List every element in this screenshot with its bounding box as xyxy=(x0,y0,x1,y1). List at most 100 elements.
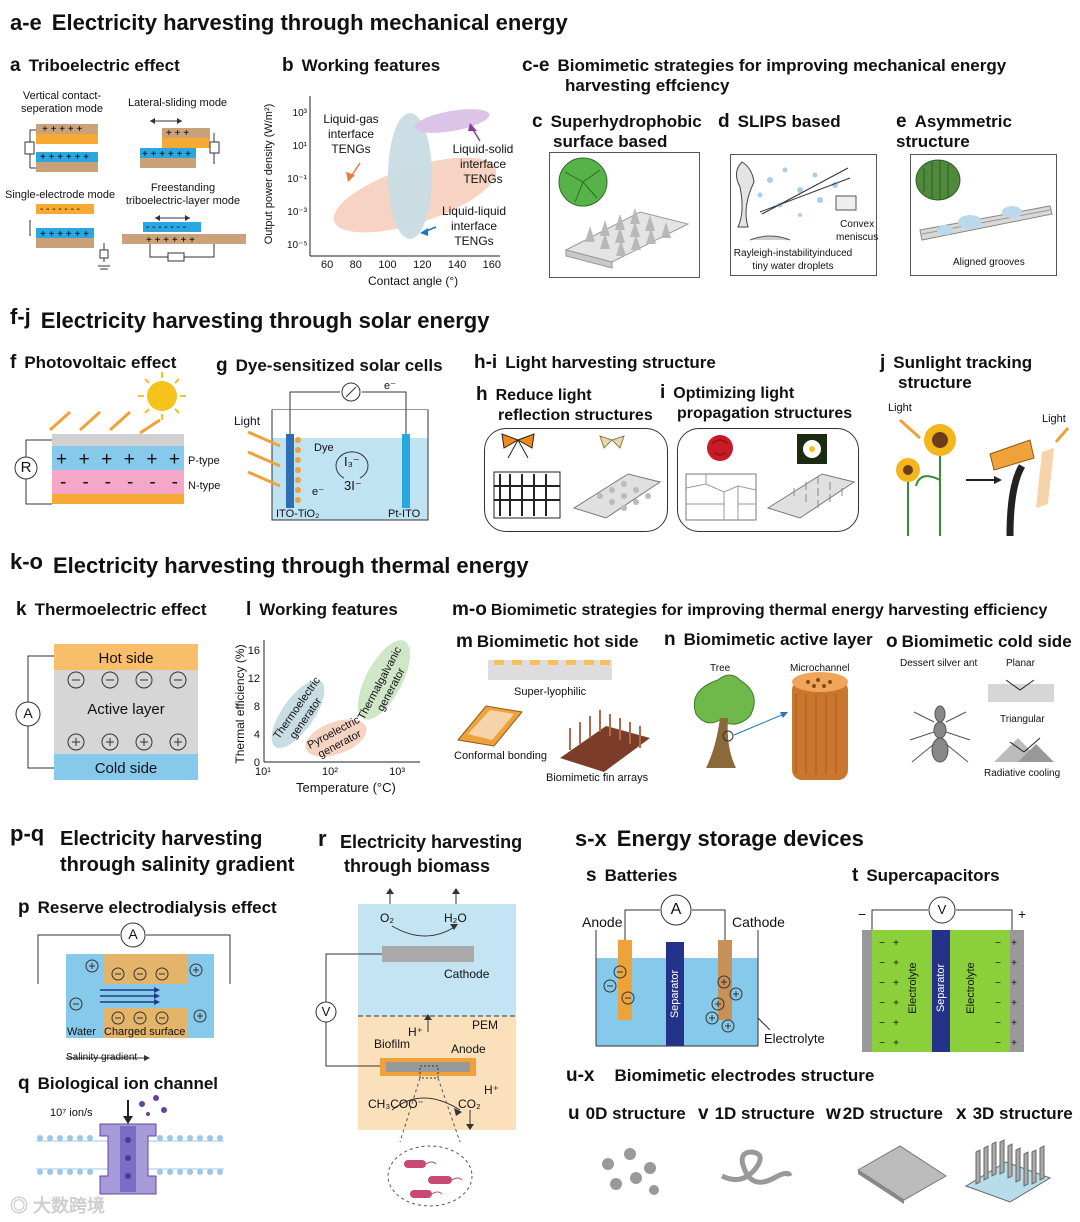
h2o-label: H₂O xyxy=(444,911,467,925)
p-type-label: P-type xyxy=(188,455,220,467)
charge: + xyxy=(123,449,135,470)
panel-tag: j xyxy=(880,352,886,373)
panel-title: Biological ion channel xyxy=(37,1074,219,1093)
anode-label: ITO-TiO₂ xyxy=(276,508,320,520)
fin-arrays-label: Biomimetic fin arrays xyxy=(546,772,649,784)
section-pq-heading: p-q xyxy=(10,821,54,847)
panel-title: Reserve electrodialysis effect xyxy=(37,898,277,917)
n-type-charges: ------ xyxy=(60,472,178,494)
section-r-heading: r xyxy=(318,826,337,852)
panel-tag: m xyxy=(456,631,473,652)
left-plus-column: ++++++ xyxy=(888,934,904,1054)
p-type-charges: ++++++ xyxy=(56,449,180,471)
dye-label: Dye xyxy=(314,442,334,454)
ion: − xyxy=(995,1018,1001,1029)
panel-title-line2: propagation structures xyxy=(677,405,853,422)
acetate-label: CH₃COO⁻ xyxy=(368,1097,424,1111)
ion: + xyxy=(893,978,899,989)
ion: − xyxy=(995,958,1001,969)
ion: − xyxy=(879,1018,885,1029)
charge: + xyxy=(56,449,68,470)
label-line: Vertical contact- xyxy=(22,90,102,102)
ion: + xyxy=(1011,1018,1017,1029)
right-plus-column: ++++++ xyxy=(1006,934,1022,1054)
xtick: 160 xyxy=(482,259,501,271)
section-title: Electricity harvesting through mechanica… xyxy=(51,10,568,35)
right-minus-column: −−−−−− xyxy=(990,934,1006,1054)
ytick: 10⁻¹ xyxy=(287,174,307,185)
water-label: Water xyxy=(67,1026,96,1038)
ion: + xyxy=(1011,958,1017,969)
anode-label: Anode xyxy=(451,1042,486,1056)
section-tag: a-e xyxy=(10,10,42,35)
single-electrode-label: Single-electrode mode xyxy=(5,189,116,201)
voltmeter-label: V xyxy=(937,902,947,917)
section-tag: k-o xyxy=(10,549,43,574)
ion: − xyxy=(995,938,1001,949)
panel-tag: u xyxy=(568,1103,580,1124)
panel-title: Optimizing light xyxy=(673,385,795,402)
biofilm-label: Biofilm xyxy=(374,1037,411,1051)
ion: − xyxy=(879,998,885,1009)
panel-title: 3D structure xyxy=(972,1104,1073,1123)
charge: - xyxy=(82,472,89,493)
n-type-label: N-type xyxy=(188,480,221,492)
section-title: Energy storage devices xyxy=(616,826,864,851)
title-line: through biomass xyxy=(344,856,491,876)
panel-title: Working features xyxy=(301,56,441,75)
section-tag: f-j xyxy=(10,304,31,329)
panel-tag: p xyxy=(18,897,30,918)
ion: − xyxy=(879,958,885,969)
panel-title: Working features xyxy=(259,600,398,619)
xtick: 10² xyxy=(322,766,338,778)
panel-tag: o xyxy=(886,631,898,652)
ion: + xyxy=(1011,938,1017,949)
label-line: interface xyxy=(459,157,507,171)
section-tag: p-q xyxy=(10,821,45,846)
charge: - xyxy=(149,472,156,493)
panel-tag: d xyxy=(718,111,730,132)
panel-title: Dye-sensitized solar cells xyxy=(235,356,443,375)
ion: + xyxy=(893,958,899,969)
cathode-label: Cathode xyxy=(732,914,785,930)
label-line: Freestanding xyxy=(150,182,216,194)
svg-text:+ + +: + + + xyxy=(166,128,189,139)
panel-tag: f xyxy=(10,352,17,373)
aligned-grooves-label: Aligned grooves xyxy=(953,257,1025,268)
ytick: 16 xyxy=(247,645,260,657)
ion: + xyxy=(893,998,899,1009)
panel-tag: s xyxy=(586,865,597,886)
iodide-label: 3I⁻ xyxy=(344,478,362,493)
panel-title: Supercapacitors xyxy=(866,866,1000,885)
chart-yticks: 10³ 10¹ 10⁻¹ 10⁻³ 10⁻⁵ xyxy=(287,95,308,264)
panel-title: Superhydrophobic xyxy=(550,112,702,131)
xtick: 60 xyxy=(321,259,334,271)
ion: + xyxy=(893,1038,899,1049)
panel-title: Biomimetic hot side xyxy=(476,632,639,651)
microchannel-label: Microchannel xyxy=(790,663,850,674)
minus-terminal: − xyxy=(858,906,867,922)
